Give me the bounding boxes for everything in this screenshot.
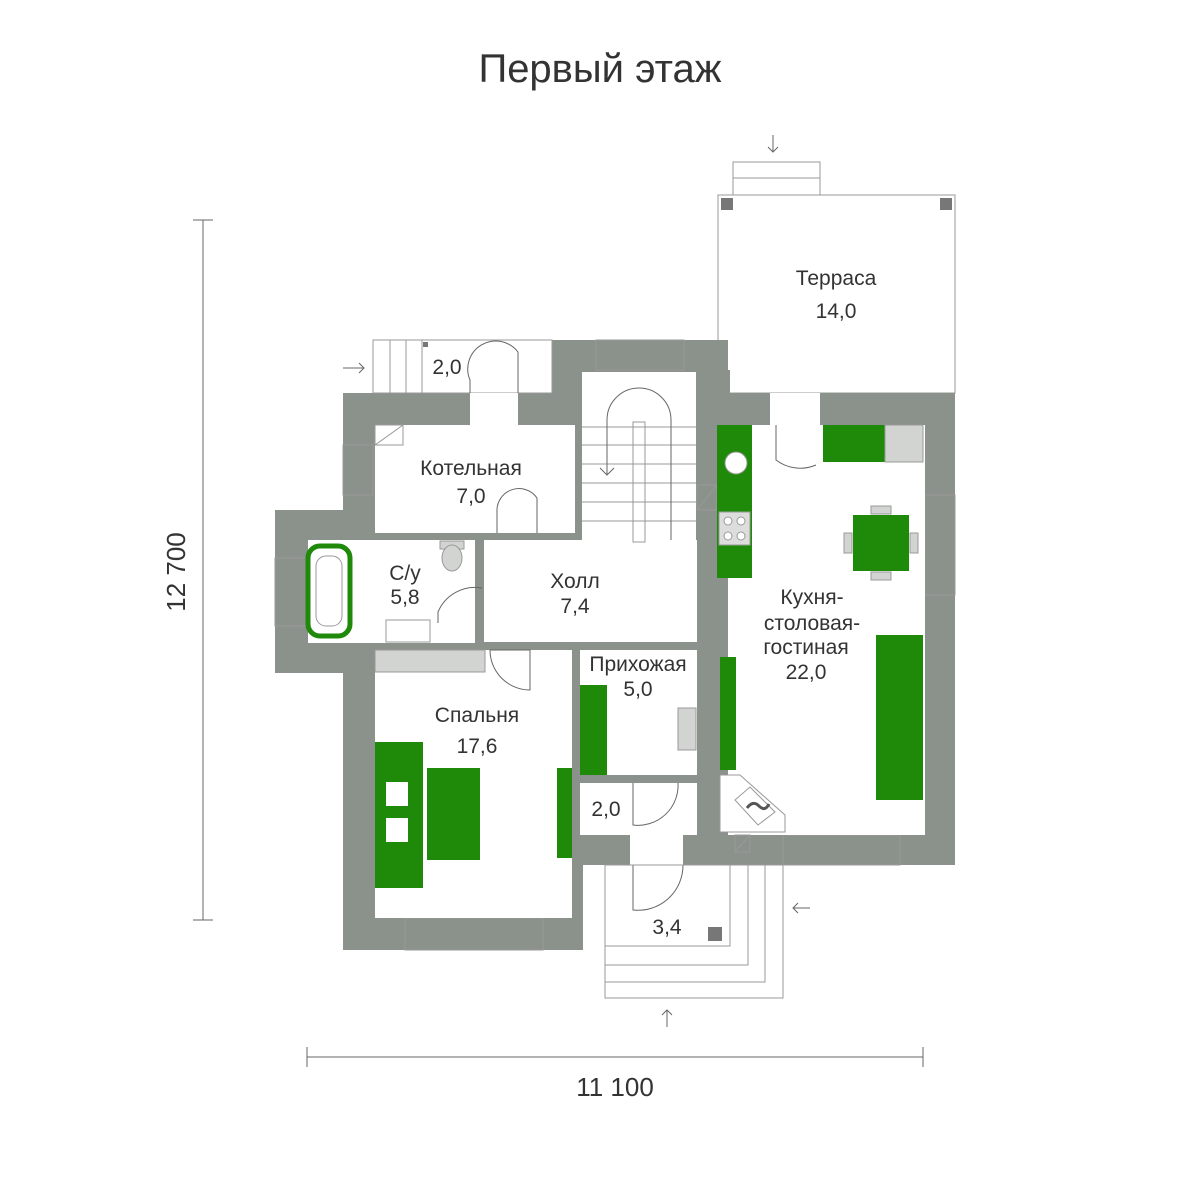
room-area-bathroom: 5,8 (390, 586, 419, 609)
room-name-kitchen-2: столовая- (764, 612, 860, 635)
bedroom-wardrobe (557, 768, 572, 858)
room-area-hall: 7,4 (560, 595, 590, 618)
bed (427, 768, 480, 860)
kitchen-counter (717, 425, 752, 578)
bench (677, 707, 697, 751)
room-name-bedroom: Спальня (435, 704, 519, 727)
room-name-kitchen-3: гостиная (763, 636, 848, 659)
kitchen-wardrobe (720, 657, 736, 770)
room-area-boiler: 7,0 (456, 485, 485, 508)
height-dimension-label: 12 700 (161, 532, 191, 612)
bathtub-icon (305, 543, 353, 639)
stove-icon (718, 511, 751, 546)
dining-table (853, 515, 909, 571)
side-porch-area: 2,0 (432, 356, 461, 379)
width-dimension: 11 100 (306, 1047, 924, 1102)
bedroom-cabinet (374, 649, 486, 673)
room-labels: Терраса 14,0 Котельная 7,0 С/у 5,8 Холл … (389, 267, 876, 821)
sofa (876, 635, 923, 800)
hallway-wardrobe (580, 685, 607, 775)
entrance-porch-area: 3,4 (652, 916, 682, 939)
room-name-terrace: Терраса (796, 267, 877, 290)
kitchen-top-counter (823, 425, 885, 462)
room-area-entrance-hall: 5,0 (623, 678, 652, 701)
room-name-entrance-hall: Прихожая (589, 653, 686, 676)
closet-area: 2,0 (591, 798, 620, 821)
room-area-bedroom: 17,6 (457, 735, 498, 758)
bed-headboard (375, 742, 423, 888)
kitchen-sink-icon (724, 451, 748, 475)
room-name-boiler: Котельная (420, 457, 522, 480)
room-name-hall: Холл (550, 570, 600, 593)
height-dimension: 12 700 (161, 219, 213, 921)
furniture (305, 424, 924, 888)
room-name-kitchen-1: Кухня- (780, 586, 843, 609)
staircase (582, 387, 696, 543)
entrance-porch: 3,4 (604, 864, 810, 1027)
room-area-kitchen: 22,0 (786, 661, 827, 684)
room-area-terrace: 14,0 (816, 300, 857, 323)
plan-title: Первый этаж (478, 47, 721, 91)
sink-icon (385, 619, 431, 643)
fridge (884, 424, 924, 463)
doors (374, 424, 817, 911)
room-name-bathroom: С/у (389, 562, 421, 585)
side-porch: 2,0 (343, 339, 553, 394)
width-dimension-label: 11 100 (576, 1072, 654, 1102)
terrace (717, 135, 956, 394)
